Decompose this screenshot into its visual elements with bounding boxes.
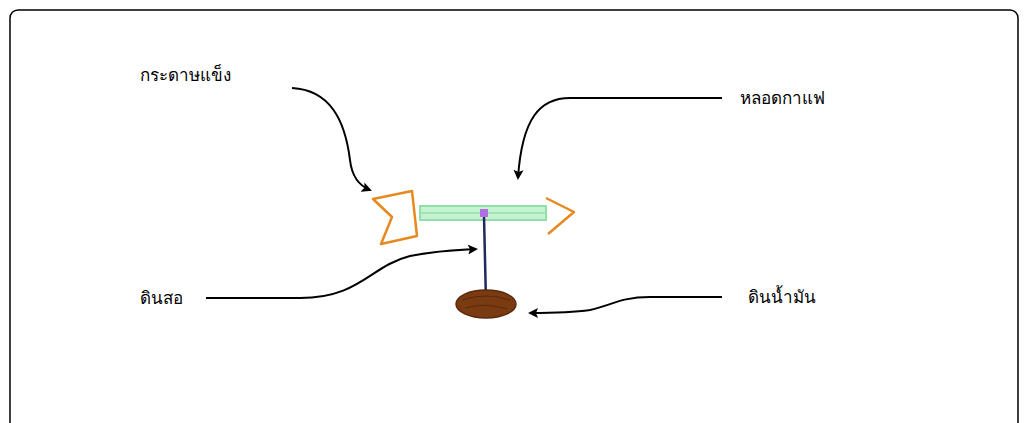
- leader-line: [530, 297, 722, 313]
- clay: [456, 290, 516, 318]
- part-label: หลอดกาแฟ: [740, 87, 825, 109]
- part-label: กระดาษแข็ง: [140, 64, 231, 86]
- clay-texture: [462, 296, 510, 309]
- cardboard-tail: [373, 191, 417, 244]
- frame-border: [10, 10, 1018, 423]
- part-label: ดินน้ำมัน: [748, 286, 816, 308]
- cardboard-head: [546, 198, 574, 234]
- leader-line: [206, 249, 476, 298]
- leader-line: [292, 88, 370, 190]
- part-label: ดินสอ: [140, 287, 183, 309]
- pencil: [484, 216, 486, 302]
- pin: [480, 209, 488, 217]
- leader-line: [518, 98, 722, 178]
